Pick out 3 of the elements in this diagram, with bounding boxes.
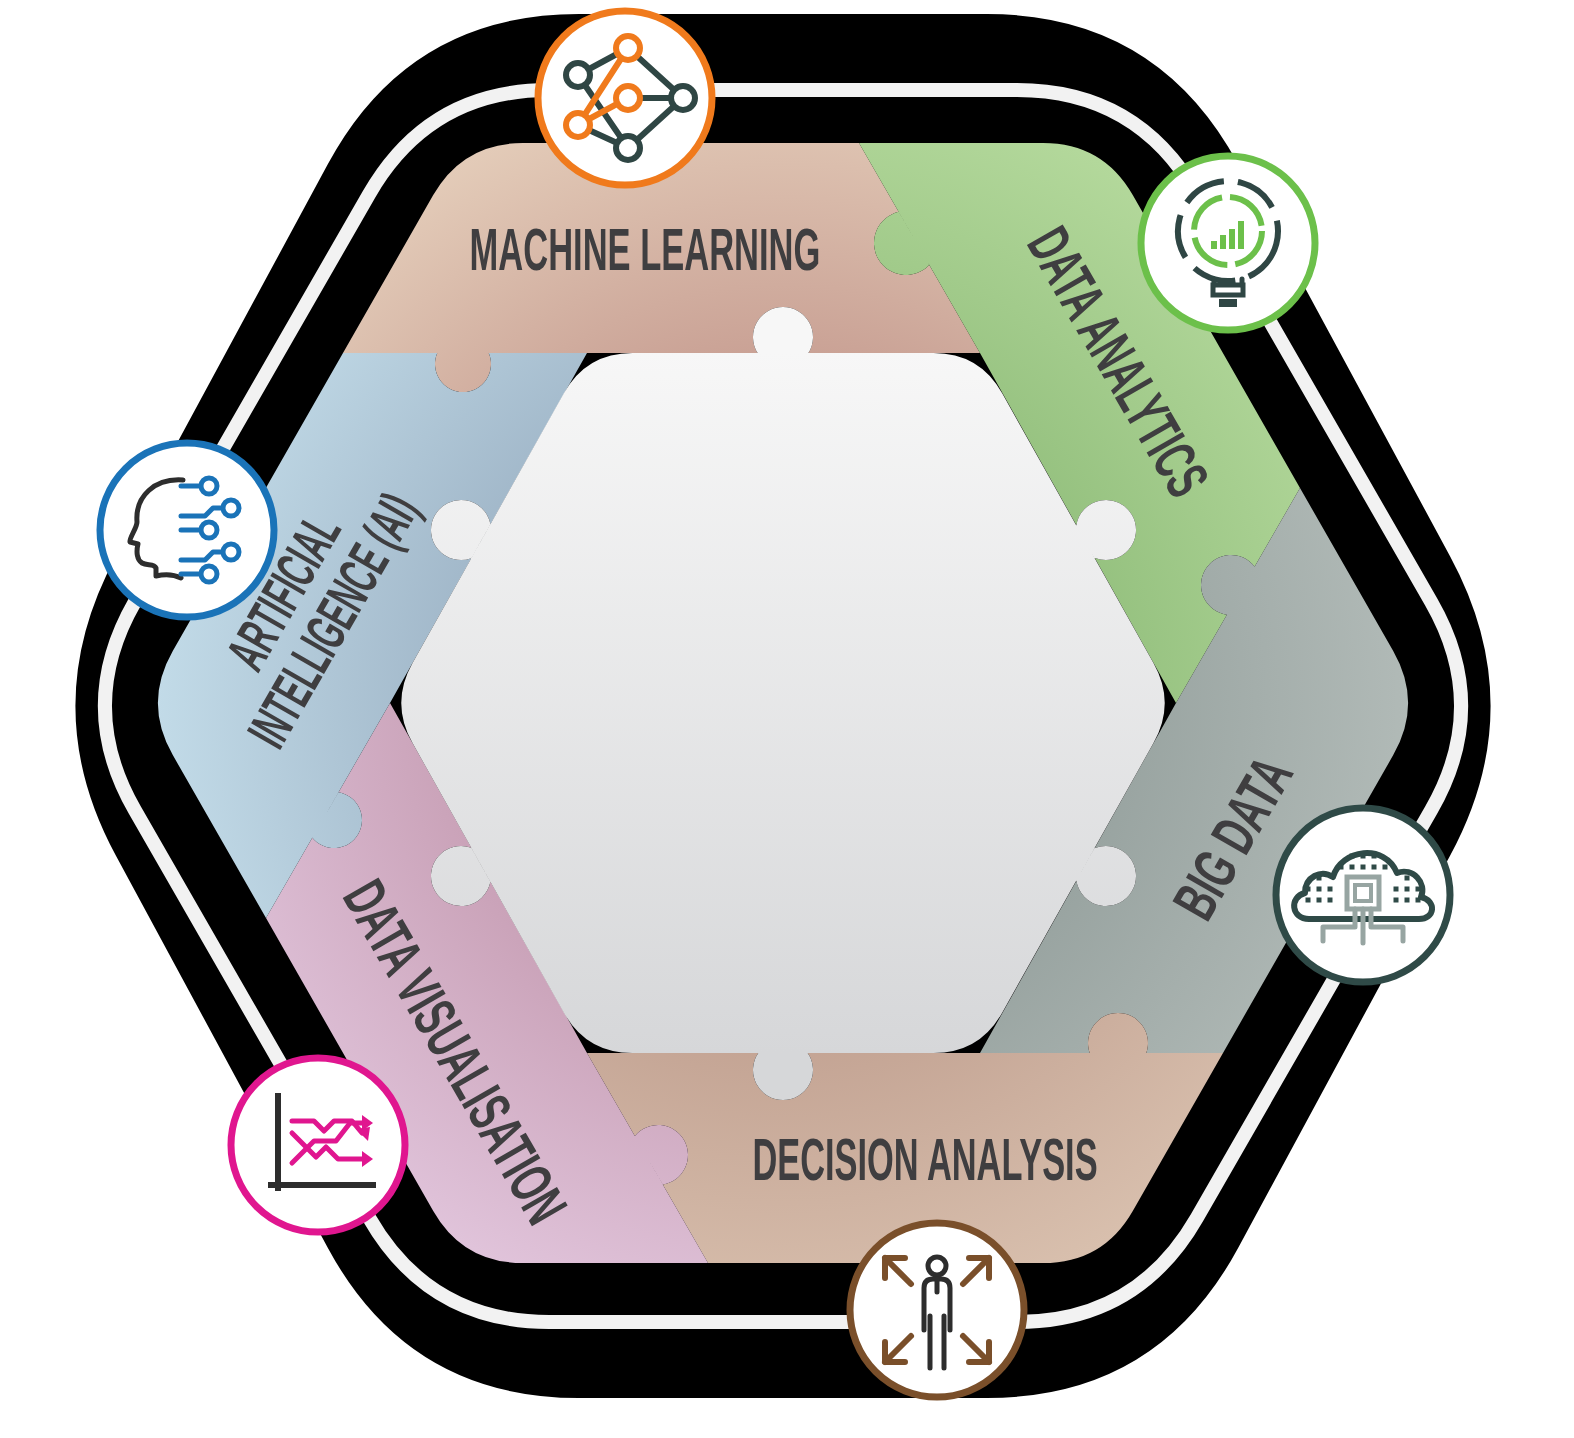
segment-title: BIG DATA [1162, 746, 1304, 930]
segment-title: MACHINE LEARNING [469, 219, 821, 281]
segment-title: DECISION ANALYSIS [751, 1129, 1099, 1191]
